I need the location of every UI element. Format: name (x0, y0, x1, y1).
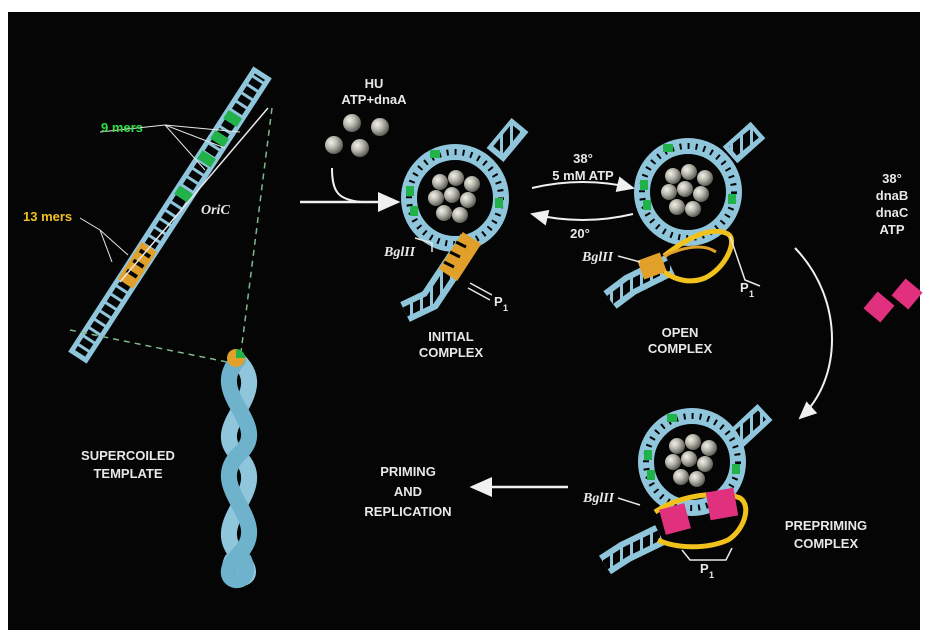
output-replication-label: REPLICATION (364, 504, 451, 519)
open-complex-label-line2: COMPLEX (648, 341, 713, 356)
step2-temp-label: 38° (573, 151, 593, 166)
prepriming-bglii-label: BglII (582, 491, 615, 506)
step3-dnab-label: dnaB (876, 188, 909, 203)
prepriming-p-sub: 1 (709, 570, 714, 580)
dnaa-protein-spheres (325, 114, 389, 157)
prepriming-complex-label-line2: COMPLEX (794, 536, 859, 551)
dnab-dnac-diamonds (864, 279, 923, 323)
step1-joining-arrow (332, 168, 362, 202)
thirteen-mers-label: 13 mers (23, 209, 72, 224)
supercoiled-template-shape (227, 349, 249, 580)
step1-atp-dnaa-label: ATP+dnaA (341, 92, 407, 107)
open-bglii-label: BglII (581, 250, 614, 265)
supercoiled-label-line1: SUPERCOILED (81, 448, 175, 463)
output-priming-label: PRIMING (380, 464, 436, 479)
open-complex-label-line1: OPEN (662, 325, 699, 340)
initial-complex (405, 125, 520, 312)
reverse-arrow (532, 214, 633, 220)
forward-arrow (532, 182, 633, 188)
initial-p-label: P (494, 294, 503, 309)
prepriming-complex-label-line1: PREPRIMING (785, 518, 867, 533)
step2-atp-label: 5 mM ATP (552, 168, 614, 183)
output-and-label: AND (394, 484, 422, 499)
step3-temp-label: 38° (882, 171, 902, 186)
open-p-sub: 1 (749, 289, 754, 299)
step1-hu-label: HU (365, 76, 384, 91)
step3-dnac-label: dnaC (876, 205, 909, 220)
nine-mers-label: 9 mers (101, 120, 143, 135)
initial-complex-label-line2: COMPLEX (419, 345, 484, 360)
initial-complex-label-line1: INITIAL (428, 329, 474, 344)
initial-p-sub: 1 (503, 303, 508, 313)
prepriming-complex (605, 412, 765, 565)
prepriming-p-label: P (700, 561, 709, 576)
step3-atp-label: ATP (879, 222, 904, 237)
oric-label: OriC (201, 203, 230, 218)
step3-arrow (795, 248, 832, 418)
initial-bglii-label: BglII (383, 245, 416, 260)
open-p-label: P (740, 280, 749, 295)
oric-template-dna (68, 66, 272, 363)
step2-reverse-label: 20° (570, 226, 590, 241)
supercoiled-label-line2: TEMPLATE (93, 466, 162, 481)
